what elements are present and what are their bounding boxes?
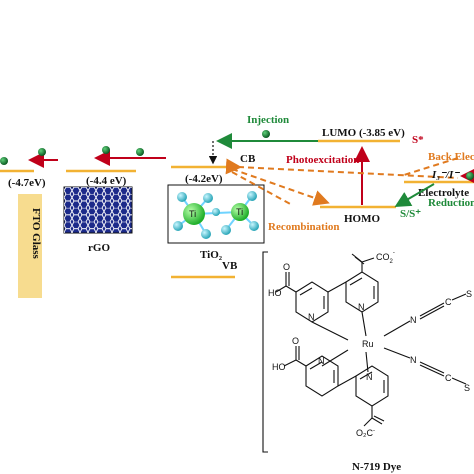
injection-label: Injection [247,114,289,126]
fto-glass-bar [18,194,42,298]
oh-bot-label: HO [272,362,286,372]
electron-icon [102,146,110,154]
n-atom-label: N [366,372,373,382]
o-top-label: O [283,262,290,272]
o-bot-label: O [292,336,299,346]
reduction-arrow [394,183,435,208]
ru-atom-label: Ru [362,339,374,349]
ncs-c-label: C [445,373,452,383]
homo-label: HOMO [344,213,380,225]
vb-label: VB [222,260,238,272]
tio2-group: CB VB (-4.2eV) Ti Ti TiO₂ [167,141,265,279]
reduction-label: Reduction [428,197,474,209]
recombination-arrow-2 [231,171,293,206]
tio2-molecule-icon: Ti Ti [173,191,259,239]
rgo-level-label: (-4.4 eV) [86,175,127,187]
n-atom-label: N [308,312,315,322]
ncs-n-label: N [410,315,417,325]
electron-icon [136,148,144,156]
ti-atom-label: Ti [189,209,196,219]
ti-atom-label: Ti [236,207,243,217]
fto-level-label: (-4.7eV) [8,177,46,189]
electrolyte-label: Electrolyte [418,187,469,199]
n719-dye-label: N-719 Dye [352,461,401,473]
oh-top-label: HO [268,288,282,298]
fto-group: (-4.7eV) FTO Glass [0,148,58,298]
rgo-group: (-4.4 eV) rGO [63,146,166,254]
ring-tl [295,281,329,323]
recombination-arrow [231,168,330,206]
structure-bracket [262,251,268,453]
ncs-n-label: N [410,355,417,365]
tio2-level-label: (-4.2eV) [185,173,223,185]
recombination-label: Recombination [268,221,340,233]
n719-structure [262,251,467,453]
n-atom-label: N [318,356,325,366]
redox-couple-label: I₃⁻/I⁻ [431,169,460,181]
rgo-label: rGO [88,242,110,254]
co2-bot-label: O₂C- [356,428,375,438]
electron-icon [466,172,474,180]
n-atom-label: N [358,302,365,312]
dye-levels-group: Injection LUMO (-3.85 eV) S* Photoexcita… [216,114,474,233]
rgo-hex-lattice [64,187,132,233]
back-electron-label: Back Elec [428,151,474,163]
n719-atom-labels: HO O CO2- N N Ru N C S N C S N N HO O O₂… [268,250,472,438]
co2-top-label: CO2- [376,250,395,265]
electron-icon [38,148,46,156]
lumo-label: LUMO (-3.85 eV) [322,127,405,139]
electron-icon [0,157,8,165]
cb-label: CB [240,153,256,165]
ncs-s-label: S [464,383,470,393]
ring-br [355,365,389,407]
back-electron-arrow [225,158,459,179]
electron-icon [262,130,270,138]
fto-glass-label: FTO Glass [30,208,42,260]
ncs-c-label: C [445,297,452,307]
s-star-label: S* [412,134,424,146]
tio2-label: TiO₂ [200,249,223,261]
ncs-s-label: S [466,289,472,299]
photoexcitation-label: Photoexcitation [286,154,359,166]
s-ss-label: S/S⁺ [400,208,421,220]
